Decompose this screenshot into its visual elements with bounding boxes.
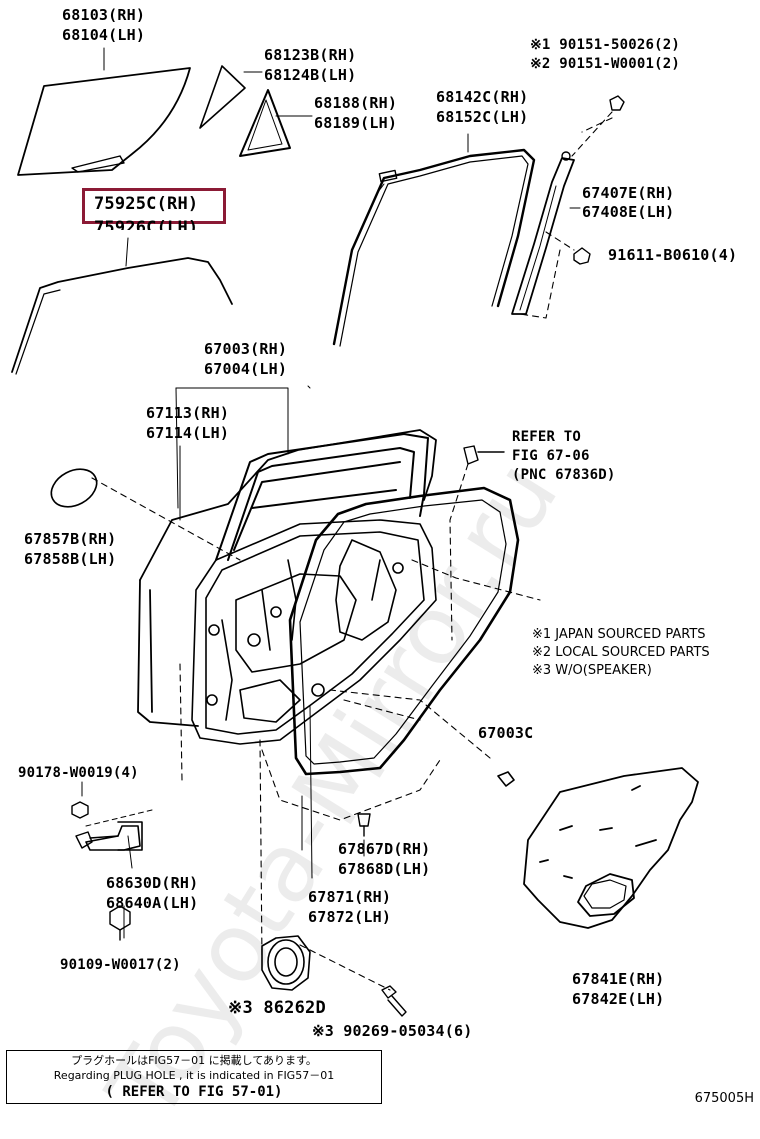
note-local-sourced: ※2 LOCAL SOURCED PARTS [532,645,710,660]
clip-67003c [497,771,515,787]
label-68124b: 68124B(LH) [264,66,357,84]
figure-number: 675005H [694,1091,754,1106]
note-wo-speaker: ※3 W/O(SPEAKER) [532,663,652,678]
quarter-glass-seal [239,89,291,157]
label-75925c: 75925C(RH) [94,194,199,214]
lock-link-part [463,445,505,465]
plug-hole-note-fig: ( REFER TO FIG 57-01) [105,1084,283,1100]
label-90178: 90178-W0019(4) [18,765,139,781]
label-90151-50026: ※1 90151-50026(2) [530,37,680,53]
label-67858b: 67858B(LH) [24,550,117,568]
screw-90151 [609,95,625,111]
label-91611: 91611-B0610(4) [608,246,738,264]
label-90109: 90109-W0017(2) [60,957,181,973]
refer-line-3: (PNC 67836D) [512,467,616,483]
label-67857b: 67857B(RH) [24,530,117,548]
label-68104: 68104(LH) [62,26,146,44]
label-75926c: 75926C(LH) [94,218,199,238]
label-67408e: 67408E(LH) [582,203,675,221]
label-86262d: ※3 86262D [228,998,326,1018]
label-68123b: 68123B(RH) [264,46,357,64]
speaker-cover [261,935,311,991]
bolts-90178 [71,801,93,849]
note-japan-sourced: ※1 JAPAN SOURCED PARTS [532,627,706,642]
door-parts-diagram [11,47,699,1017]
plug-hole-note-jp: プラグホールはFIG57－01 に掲載してあります。 [71,1054,317,1067]
leader-lines [91,111,613,991]
door-inner-frame [215,433,429,561]
hole-cover [50,468,98,508]
label-68640a: 68640A(LH) [106,894,199,912]
plug-hole-note-en: Regarding PLUG HOLE , it is indicated in… [53,1069,335,1082]
door-trim-board [523,767,699,929]
quarter-glass [199,65,246,129]
glass-run [332,148,536,347]
refer-line-2: FIG 67-06 [512,448,590,464]
clip-67867d [357,813,371,837]
solid-leaders [81,385,365,939]
label-68103: 68103(RH) [62,6,146,24]
label-68189: 68189(LH) [314,114,398,132]
refer-line-1: REFER TO [512,429,582,445]
label-67842e: 67842E(LH) [572,990,665,1008]
label-67841e: 67841E(RH) [572,970,665,988]
label-67113: 67113(RH) [146,404,230,422]
door-check [85,821,143,851]
door-weatherstrip [288,486,520,776]
label-67871: 67871(RH) [308,888,392,906]
label-90151-w0001: ※2 90151-W0001(2) [530,56,680,72]
label-67004: 67004(LH) [204,360,288,378]
label-67407e: 67407E(RH) [582,184,675,202]
label-67868d: 67868D(LH) [338,860,431,878]
frame-moulding [11,257,233,375]
bolt-91611 [573,247,591,265]
door-glass [17,67,191,176]
clip-90269 [381,985,407,1017]
label-67867d: 67867D(RH) [338,840,431,858]
label-67003: 67003(RH) [204,340,288,358]
bolt-90109 [109,905,131,941]
label-68188: 68188(RH) [314,94,398,112]
plug-hole-note-box: プラグホールはFIG57－01 に掲載してあります。 Regarding PLU… [6,1050,382,1104]
label-68142c: 68142C(RH) [436,88,529,106]
label-67872: 67872(LH) [308,908,392,926]
label-67114: 67114(LH) [146,424,230,442]
label-68630d: 68630D(RH) [106,874,199,892]
label-90269: ※3 90269-05034(6) [312,1022,473,1040]
division-bar [511,151,575,315]
label-68152c: 68152C(LH) [436,108,529,126]
label-67003c: 67003C [478,724,534,742]
highlight-box [82,188,226,224]
